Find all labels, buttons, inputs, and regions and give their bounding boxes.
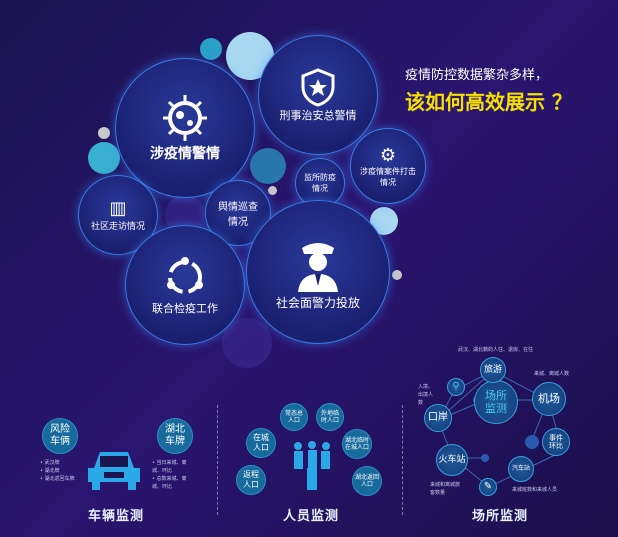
bubble-prison-prevention[interactable]: 监所防疫情况 — [295, 158, 345, 208]
bubble-label: 监所防疫情况 — [304, 173, 336, 193]
deco-circle — [250, 148, 286, 184]
police-officer-icon — [298, 242, 338, 292]
bubble-joint-quarantine[interactable]: 联合检疫工作 — [125, 225, 245, 345]
deco-circle — [88, 142, 120, 174]
people-bubble[interactable]: 在城人口 — [246, 428, 276, 458]
bubble-criminal-alerts[interactable]: 刑事治安总警情 — [258, 35, 378, 155]
place-node-airport[interactable]: 机场 — [532, 382, 566, 416]
places-note: 武汉、湖北籍的人住、退房、在住 — [458, 347, 534, 353]
virus-icon — [163, 95, 207, 141]
bubble-label: 联合检疫工作 — [152, 302, 218, 315]
vehicle-right-list: • 当日来城、离城、环比 • 总数来城、离城、环比 — [152, 459, 192, 491]
deco-circle — [392, 270, 402, 280]
bubble-label: 刑事治安总警情 — [279, 109, 357, 122]
bubble-epidemic-cases[interactable]: ⚙ 涉疫情案件打击情况 — [350, 128, 426, 204]
vehicle-title: 车辆监测 — [88, 509, 145, 524]
list-item: • 当日来城、离城、环比 — [152, 460, 187, 474]
headline-line1: 疫情防控数据繁杂多样， — [405, 68, 549, 83]
places-note: 入境、出境人数 — [418, 384, 434, 406]
crowd-icon — [294, 441, 330, 490]
list-item: • 湖北牌 — [40, 468, 60, 474]
places-note: 来城和离城旅客数量 — [430, 482, 461, 496]
place-node-train-station[interactable]: 火车站 — [436, 444, 468, 476]
deco-circle — [200, 38, 222, 60]
label: 风险车俩 — [50, 424, 70, 447]
bubble-label: 涉疫情案件打击情况 — [360, 166, 416, 187]
places-note: 来城、离城人数 — [534, 371, 570, 377]
location-pin-icon: ⚲ — [447, 378, 465, 396]
deco-circle — [98, 127, 110, 139]
people-bubble[interactable]: 湖北返回人口 — [352, 466, 382, 496]
police-badge-icon — [301, 68, 335, 107]
list-item: • 湖北返回车牌 — [40, 476, 75, 482]
people-bubble[interactable]: 常态总人口 — [280, 403, 308, 431]
building-icon: ▥ — [109, 198, 127, 219]
bubble-epidemic-alerts[interactable]: 涉疫情警情 — [115, 58, 255, 198]
label: 湖北车牌 — [165, 424, 185, 447]
bubble-label: 社区走访情况 — [90, 222, 145, 232]
headline-line2: 该如何高效展示 ？ — [405, 90, 572, 114]
deco-circle — [222, 318, 272, 368]
bubble-label: 舆情巡查情况 — [218, 202, 258, 228]
bubble-police-deployment[interactable]: 社会面警力投放 — [246, 200, 390, 344]
list-item: • 武汉牌 — [40, 460, 60, 466]
cycle-icon — [167, 257, 203, 294]
gear-icon: ⚙ — [379, 144, 397, 166]
people-title: 人员监测 — [283, 509, 340, 524]
place-node-port[interactable]: 口岸 — [424, 404, 452, 432]
edit-icon: ✎ — [479, 478, 497, 496]
bubble-label: 社会面警力投放 — [275, 295, 360, 310]
car-icon — [88, 452, 140, 490]
list-item: • 总数来城、离城、环比 — [152, 476, 187, 490]
vehicle-left-list: • 武汉牌 • 湖北牌 • 湖北返回车牌 — [40, 459, 75, 483]
places-center-node[interactable]: 场所监测 — [474, 380, 518, 424]
divider — [402, 405, 403, 515]
places-note: 来城班数和来城人员 — [512, 487, 558, 493]
people-bubble[interactable]: 返程人口 — [236, 465, 266, 495]
places-title: 场所监测 — [472, 509, 529, 524]
people-bubble[interactable]: 外地临时人口 — [316, 403, 344, 431]
divider — [217, 405, 218, 515]
bubble-label: 涉疫情警情 — [150, 146, 220, 162]
place-node-bus-station[interactable]: 汽车站 — [508, 456, 534, 482]
place-node-event-ratio[interactable]: 事件环比 — [542, 428, 570, 456]
place-node-tourism[interactable]: 旅游 — [480, 357, 506, 383]
risk-vehicle-badge[interactable]: 风险车俩 — [42, 418, 78, 454]
hubei-plate-badge[interactable]: 湖北车牌 — [157, 418, 193, 454]
people-bubble[interactable]: 湖北临时在城人口 — [342, 429, 372, 459]
deco-circle — [268, 186, 277, 195]
